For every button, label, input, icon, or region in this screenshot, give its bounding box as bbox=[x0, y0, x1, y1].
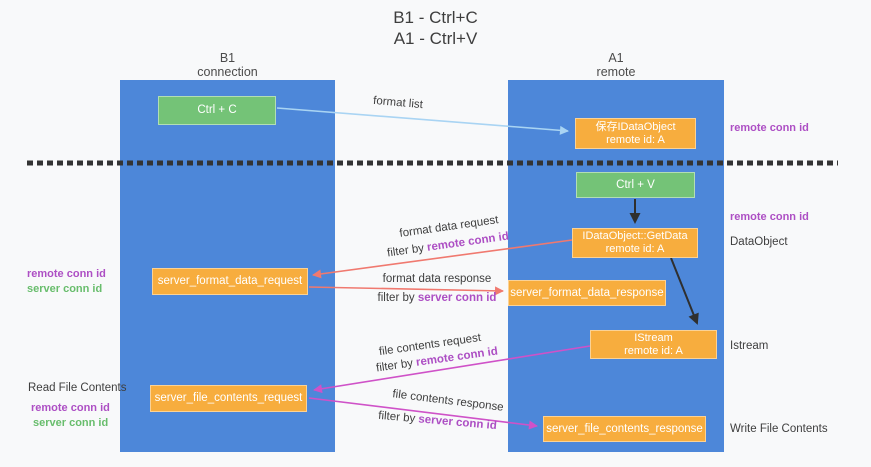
filter-prefix: filter by bbox=[377, 292, 418, 304]
file-contents-response-label: file contents response bbox=[391, 388, 505, 414]
column-header-a1-role: remote bbox=[596, 65, 636, 79]
left-server-conn-id-top-label: server conn id bbox=[27, 283, 103, 295]
filter-prefix: filter by bbox=[386, 241, 428, 260]
format-data-response-label: format data response bbox=[382, 273, 492, 285]
right-remote-conn-id-mid-label: remote conn id bbox=[730, 211, 809, 223]
istream-line1: IStream bbox=[634, 331, 673, 344]
save-idataobject-line1: 保存IDataObject bbox=[595, 120, 676, 133]
write-file-contents-label: Write File Contents bbox=[730, 423, 828, 435]
server-file-contents-response-box: server_file_contents_response bbox=[543, 416, 706, 442]
dataobject-label: DataObject bbox=[730, 236, 788, 248]
ctrl-c-box: Ctrl + C bbox=[158, 96, 276, 125]
server-format-data-response-label: server_format_data_response bbox=[510, 286, 664, 299]
getdata-line2: remote id: A bbox=[605, 243, 665, 255]
istream-side-label: Istream bbox=[730, 340, 769, 352]
server-file-contents-response-label: server_file_contents_response bbox=[546, 422, 703, 435]
server-format-data-response-box: server_format_data_response bbox=[508, 280, 666, 306]
server-format-data-request-box: server_format_data_request bbox=[152, 268, 308, 295]
server-format-data-request-label: server_format_data_request bbox=[157, 275, 303, 287]
istream-line2: remote id: A bbox=[624, 344, 683, 357]
filter-prefix: filter by bbox=[377, 409, 419, 426]
idataobject-getdata-box: IDataObject::GetData remote id: A bbox=[572, 228, 698, 258]
filter-prefix: filter by bbox=[375, 356, 417, 375]
left-remote-conn-id-bottom-label: remote conn id bbox=[31, 402, 110, 414]
ctrl-v-box: Ctrl + V bbox=[576, 172, 695, 198]
diagram-title: B1 - Ctrl+C A1 - Ctrl+V bbox=[0, 7, 871, 49]
right-remote-conn-id-top-label: remote conn id bbox=[730, 122, 809, 134]
filter-id-server: server conn id bbox=[417, 413, 498, 433]
column-header-a1: A1 remote bbox=[508, 51, 724, 79]
filter-by-server-conn-id-label-1: filter by server conn id bbox=[372, 292, 502, 304]
getdata-line1: IDataObject::GetData bbox=[582, 230, 688, 242]
read-file-contents-label: Read File Contents bbox=[28, 382, 127, 394]
title-line-2: A1 - Ctrl+V bbox=[393, 29, 478, 48]
save-idataobject-box: 保存IDataObject remote id: A bbox=[575, 118, 696, 149]
filter-id-server: server conn id bbox=[417, 292, 497, 304]
save-idataobject-line2: remote id: A bbox=[606, 133, 665, 146]
ctrl-v-label: Ctrl + V bbox=[616, 178, 655, 191]
server-file-contents-request-box: server_file_contents_request bbox=[150, 385, 307, 412]
column-header-a1-name: A1 bbox=[608, 51, 624, 65]
filter-by-server-conn-id-label-2: filter by server conn id bbox=[370, 409, 506, 433]
title-line-1: B1 - Ctrl+C bbox=[393, 8, 478, 27]
column-header-b1-role: connection bbox=[197, 65, 258, 79]
istream-box: IStream remote id: A bbox=[590, 330, 717, 359]
left-remote-conn-id-top-label: remote conn id bbox=[27, 268, 106, 280]
ctrl-c-label: Ctrl + C bbox=[197, 104, 237, 116]
format-list-label: format list bbox=[372, 94, 424, 112]
left-server-conn-id-bottom-label: server conn id bbox=[33, 417, 109, 429]
server-file-contents-request-label: server_file_contents_request bbox=[154, 392, 303, 404]
format-data-response-arrow bbox=[308, 286, 504, 296]
column-header-b1: B1 connection bbox=[120, 51, 335, 79]
column-header-b1-name: B1 bbox=[219, 51, 236, 65]
